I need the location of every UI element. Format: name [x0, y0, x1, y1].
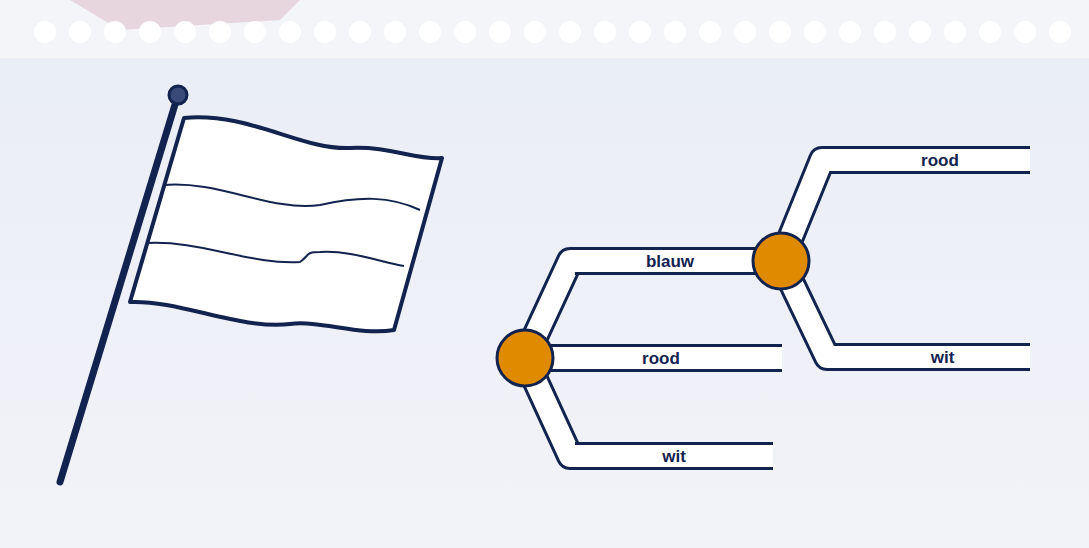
flag-pole-knob: [169, 86, 187, 104]
paper-smudge: [70, 0, 300, 30]
connector-stroke: [765, 261, 835, 357]
branch-band: rood: [540, 344, 782, 372]
branch-band: wit: [575, 442, 773, 470]
branch-label: wit: [931, 349, 955, 366]
branch-label: wit: [662, 448, 686, 465]
junction-circle: [753, 233, 809, 289]
flag-stripe-line: [147, 243, 404, 266]
paper-strip: [0, 0, 1089, 58]
branch-label: blauw: [646, 253, 694, 270]
connector-stroke: [765, 160, 830, 261]
branch-band: wit: [835, 343, 1030, 371]
branch-band: rood: [830, 146, 1030, 174]
branch-band: blauw: [575, 247, 765, 275]
branch-connector: [765, 160, 830, 261]
branch-label: rood: [921, 152, 959, 169]
connector-stroke: [765, 160, 830, 261]
connector-stroke: [765, 261, 835, 357]
branch-label: rood: [642, 350, 680, 367]
flag-pole: [60, 98, 177, 482]
branch-connector: [765, 261, 835, 357]
flag-stripe-line: [163, 184, 420, 210]
junction-circle: [497, 330, 553, 386]
flag-cloth: [130, 117, 442, 331]
paper-holes: [34, 21, 1071, 43]
